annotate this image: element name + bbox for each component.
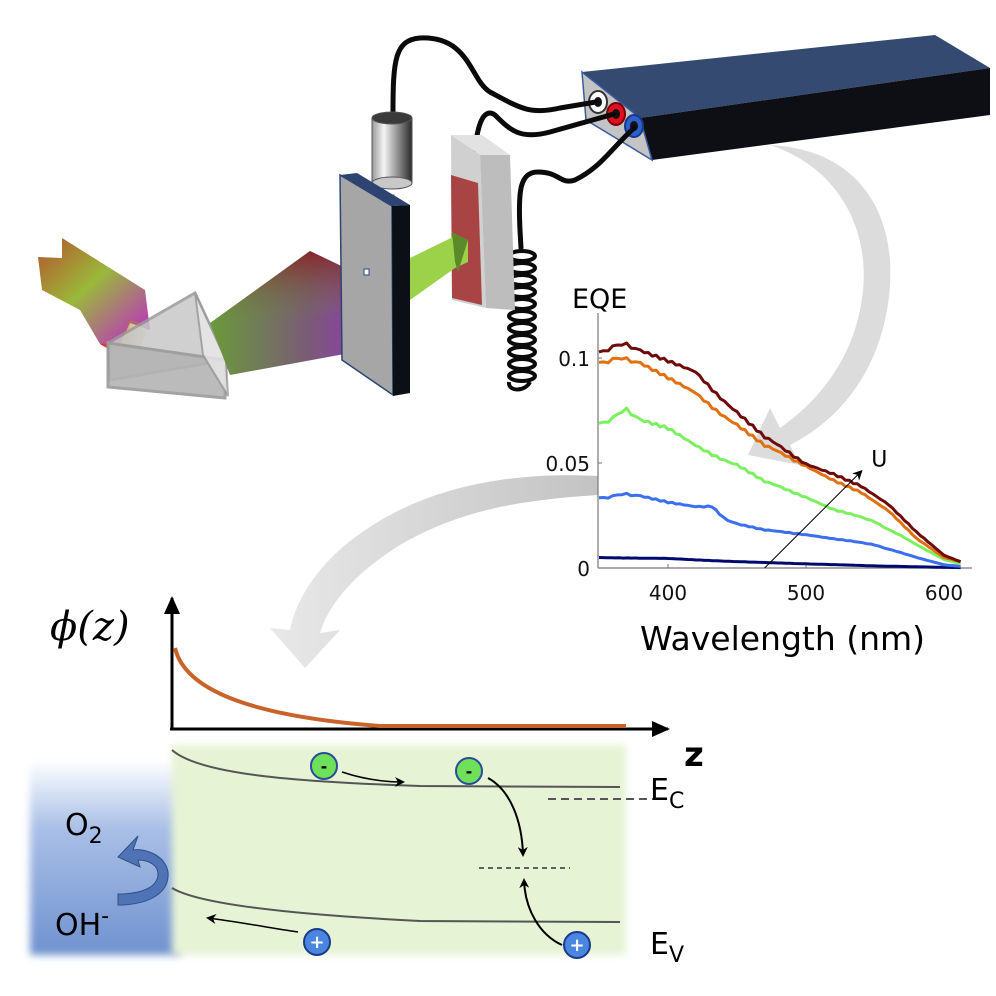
series-line-u1 [598, 556, 961, 570]
svg-text:-: - [321, 757, 328, 776]
ev-label: EV [650, 927, 684, 968]
valence-band [171, 887, 621, 923]
cable-to-reference [390, 35, 599, 115]
band-diagram: ϕ(z) z EC EV - - + + [30, 596, 704, 968]
u-increase-arrow [764, 469, 863, 569]
y-tick-label: 0 [577, 557, 590, 581]
prism [106, 290, 229, 400]
y-tick-label: 0.05 [545, 452, 590, 476]
electron-drift-arrow [341, 771, 405, 787]
conduction-band [171, 749, 621, 788]
svg-text:+: + [569, 935, 584, 956]
z-label: z [684, 735, 704, 775]
u-label: U [871, 447, 887, 472]
x-axis-label: Wavelength (nm) [640, 619, 925, 658]
series-line-u2 [598, 491, 961, 568]
electron-trap-arrow [487, 777, 528, 857]
monochromator-slit [339, 173, 410, 397]
instrument-top [582, 35, 990, 118]
electron-1: - [310, 752, 338, 780]
y-axis-label: EQE [572, 284, 627, 315]
electron-2: - [455, 757, 483, 785]
hole-2: + [563, 931, 591, 959]
oxidation-arrow [117, 835, 169, 906]
x-tick-label: 400 [649, 581, 687, 605]
semiconductor-region [172, 745, 626, 955]
cable-to-sample [472, 110, 617, 153]
oh-label: OH- [55, 904, 109, 943]
hole-trap-arrow [519, 878, 563, 946]
series-line-u4 [598, 356, 961, 564]
y-tick-label: 0.1 [558, 347, 590, 371]
flow-arrow-instrument-to-chart [748, 145, 891, 465]
cable-to-coil [516, 125, 637, 233]
apparatus [38, 35, 990, 465]
coil-wire [517, 227, 524, 251]
sample-holder [451, 135, 515, 310]
hole-drift-arrow [206, 914, 299, 933]
phi-label: ϕ(z) [50, 604, 130, 650]
x-tick-label: 500 [787, 581, 825, 605]
svg-text:+: + [309, 932, 324, 953]
monochromatic-beam [410, 232, 468, 300]
reference-electrode [371, 111, 413, 226]
chart-series [598, 341, 962, 570]
series-line-u5 [598, 341, 962, 564]
o2-label: O2 [65, 808, 103, 849]
cables [390, 35, 637, 251]
chart-annotation: U [764, 447, 887, 569]
eqe-chart: EQE 400 500 600 0 0.05 0.1 U Wavelength (nm) [270, 284, 972, 668]
svg-text:-: - [466, 762, 473, 781]
instrument-front [640, 68, 990, 160]
series-line-u3 [598, 406, 961, 566]
ec-label: EC [650, 773, 684, 814]
hole-1: + [303, 928, 331, 956]
x-tick-label: 600 [925, 581, 963, 605]
flow-arrow-chart-to-band [270, 475, 598, 668]
chart-axes: 400 500 600 0 0.05 0.1 [545, 313, 972, 605]
potentiostat-instrument [581, 35, 990, 162]
phi-curve [173, 647, 626, 728]
